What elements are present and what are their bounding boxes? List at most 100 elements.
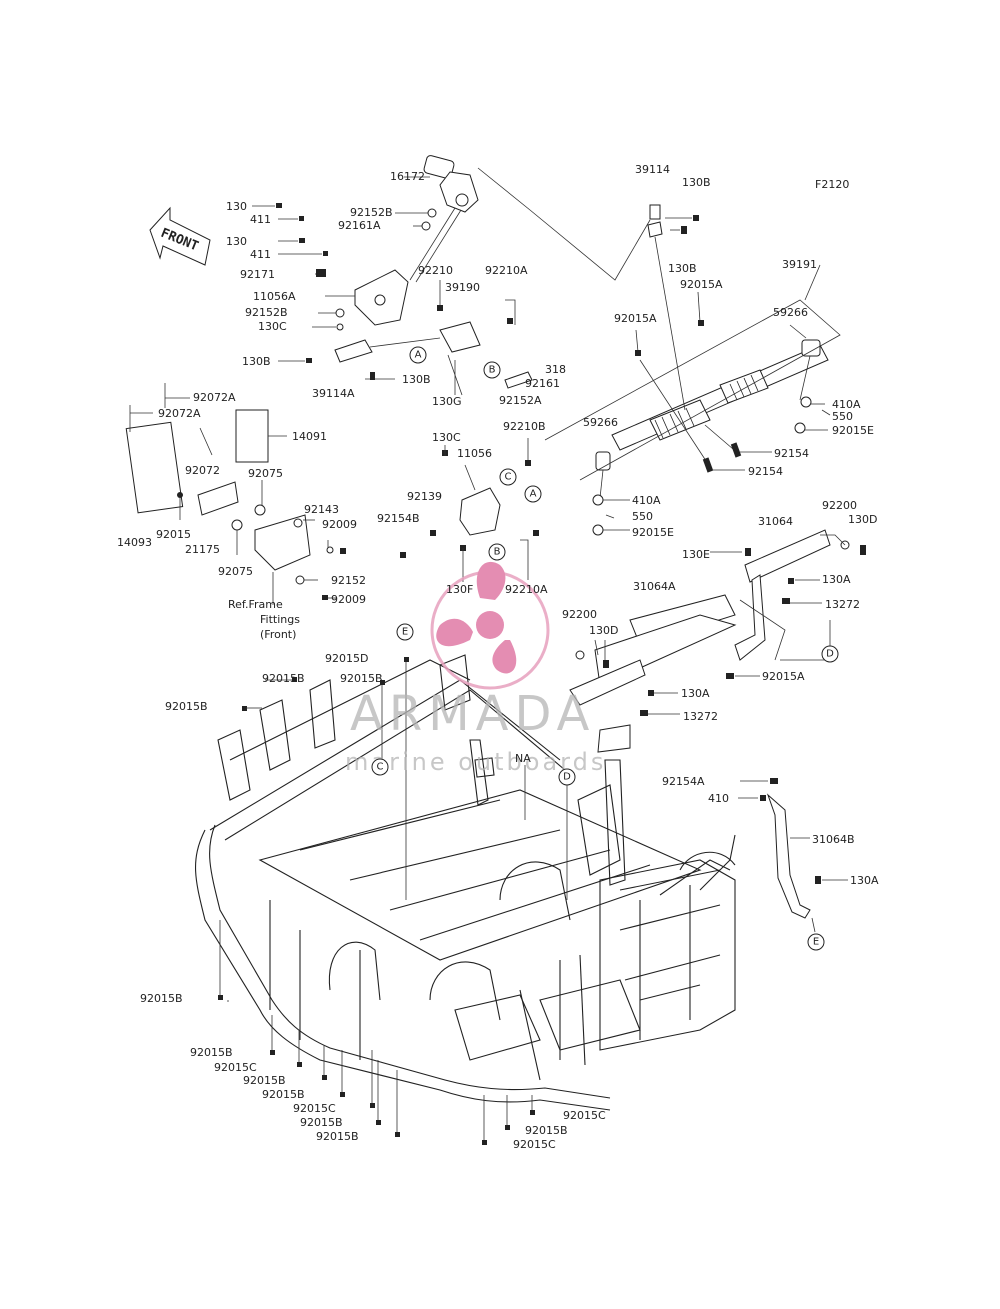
part-label-23: 130B [668,262,697,275]
part-label-41: 14093 [117,536,152,549]
part-label-83: 92015C [293,1102,336,1115]
svg-text:C: C [505,472,512,483]
part-label-10: 130C [258,320,287,333]
part-label-45: 92075 [218,565,253,578]
part-label-80: 92015C [214,1061,257,1074]
part-label-76: 31064B [812,833,855,846]
part-label-7: 92171 [240,268,275,281]
part-label-55: 130F [446,583,473,596]
callout-e-7: E [396,623,414,641]
part-label-6: 411 [250,248,271,261]
part-label-49: 92009 [331,593,366,606]
part-label-12: 39114A [312,387,355,400]
center-bracket-group [400,438,539,582]
steering-column-group [252,155,651,396]
part-label-64: 92200 [562,608,597,621]
part-label-69: 92015D [325,652,368,665]
part-label-59: 130D [848,513,877,526]
part-label-19: 92152A [499,394,542,407]
part-label-21: 39114 [635,163,670,176]
part-label-85: 92015B [316,1130,359,1143]
part-label-24: 92015A [680,278,723,291]
svg-text:C: C [377,762,384,773]
callout-a-3: A [524,485,542,503]
part-label-27: 59266 [773,306,808,319]
front-arrow-icon: FRONT [149,206,211,266]
callout-d-6: D [558,768,576,786]
part-label-48: 92152 [331,574,366,587]
svg-text:A: A [415,350,422,361]
part-label-57: 31064 [758,515,793,528]
part-label-72: 92015B [165,700,208,713]
ref-frame-note: Ref.Frame Fittings (Front) [228,598,303,641]
part-label-33: 59266 [583,416,618,429]
svg-text:D: D [826,649,834,660]
diagram-code: F2120 [815,178,849,191]
part-label-51: 11056 [457,447,492,460]
svg-text:B: B [494,547,501,558]
part-label-62: 13272 [825,598,860,611]
main-frame [195,654,736,1145]
part-label-22: 130B [682,176,711,189]
part-label-5: 130 [226,235,247,248]
part-label-82: 92015B [262,1088,305,1101]
part-label-38: 92072A [158,407,201,420]
part-label-86: 92015C [563,1109,606,1122]
part-labels: 1617213041192152B92161A1304119217111056A… [117,163,879,1151]
steering-rack-group [544,204,841,536]
ecu-group [125,383,346,605]
part-label-35: 550 [632,510,653,523]
part-label-34: 410A [632,494,661,507]
part-label-67: 130A [681,687,710,700]
part-label-30: 92015E [832,424,874,437]
part-label-4: 92161A [338,219,381,232]
part-label-78: 92015B [140,992,183,1005]
part-label-88: 92015C [513,1138,556,1151]
watermark-brand: ARMADA [350,686,595,742]
part-label-46: 92143 [304,503,339,516]
part-label-63: 31064A [633,580,676,593]
part-label-31: 92154 [774,447,809,460]
callout-a-0: A [409,346,427,364]
part-label-43: 21175 [185,543,220,556]
part-label-47: 92009 [322,518,357,531]
part-label-87: 92015B [525,1124,568,1137]
part-label-17: 318 [545,363,566,376]
svg-text:B: B [489,365,496,376]
part-label-65: 130D [589,624,618,637]
part-label-26: 92015A [614,312,657,325]
watermark-logo [430,561,550,690]
watermark-tagline: marine outboards [345,748,606,776]
svg-text:E: E [402,627,408,638]
part-label-81: 92015B [243,1074,286,1087]
part-label-1: 130 [226,200,247,213]
part-label-2: 411 [250,213,271,226]
part-label-36: 92015E [632,526,674,539]
part-label-11: 130B [242,355,271,368]
part-label-66: 92015A [762,670,805,683]
part-label-8: 11056A [253,290,296,303]
part-label-84: 92015B [300,1116,343,1129]
part-label-58: 92200 [822,499,857,512]
part-label-52: 92210B [503,420,546,433]
part-label-60: 130E [682,548,710,561]
callout-b-1: B [483,361,501,379]
part-label-37: 92072A [193,391,236,404]
part-label-20: 130G [432,395,462,408]
part-label-42: 92015 [156,528,191,541]
part-label-53: 92139 [407,490,442,503]
callout-d-5: D [821,645,839,663]
part-label-3: 92152B [350,206,393,219]
part-label-0: 16172 [390,170,425,183]
part-label-50: 130C [432,431,461,444]
part-label-70: 92015B [262,672,305,685]
part-label-14: 92210 [418,264,453,277]
part-label-29: 550 [832,410,853,423]
svg-text:A: A [530,489,537,500]
part-label-16: 92210A [485,264,528,277]
part-label-61: 130A [822,573,851,586]
part-label-75: 410 [708,792,729,805]
callout-c-9: C [371,758,389,776]
part-label-25: 39191 [782,258,817,271]
